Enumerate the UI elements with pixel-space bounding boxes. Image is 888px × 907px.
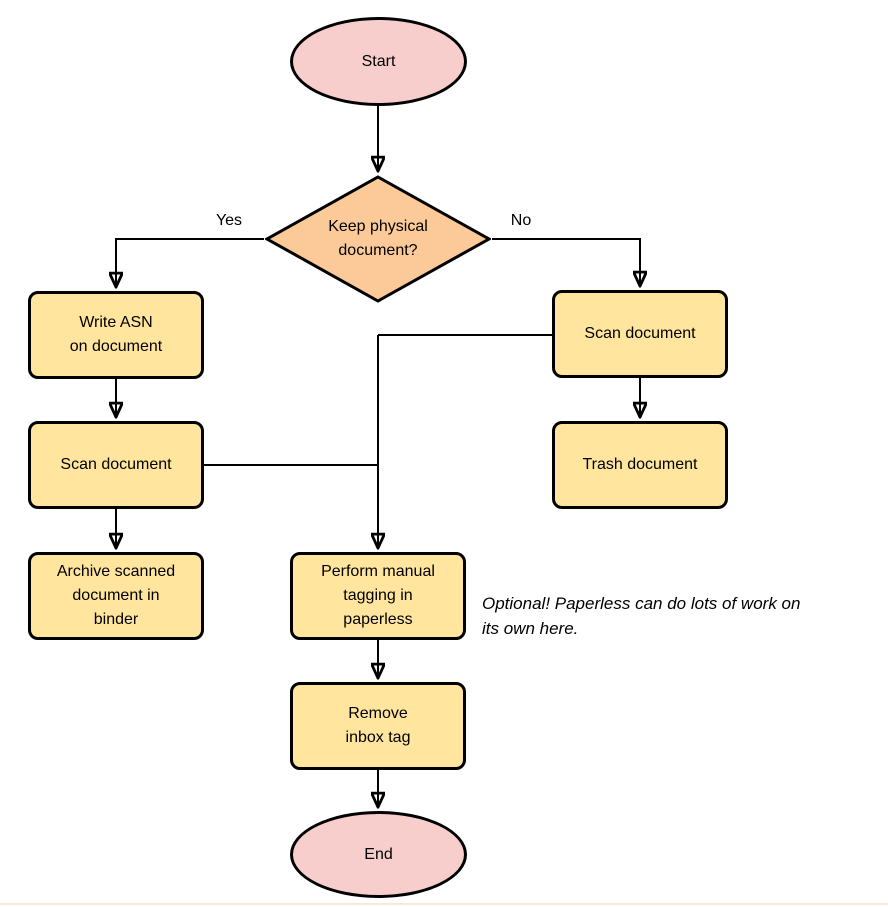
node-scan-document-left: Scan document [28,421,204,509]
node-write-asn-label: Write ASN on document [69,314,163,355]
node-start: Start [290,17,467,106]
node-trash-label: Trash document [582,456,698,473]
node-remove-inbox-label: Remove inbox tag [345,705,411,746]
node-end-label: End [364,845,393,863]
bottom-divider [0,903,888,905]
node-tagging-label: Perform manual tagging in paperless [321,563,435,628]
optional-note: Optional! Paperless can do lots of work … [482,594,801,638]
edge-label-no: No [510,212,532,229]
node-scan-right-label: Scan document [584,325,696,342]
node-write-asn: Write ASN on document [28,291,204,379]
node-manual-tagging: Perform manual tagging in paperless [290,552,466,640]
diamond-shape [265,175,491,303]
node-trash-document: Trash document [552,421,728,509]
node-decision-keep-physical: Keep physical document? [265,175,491,303]
edge-decision-no-to-scan-right [492,238,640,285]
node-archive-label: Archive scanned document in binder [56,563,176,628]
edge-decision-yes-to-write-asn [116,238,264,286]
node-scan-document-right: Scan document [552,290,728,378]
node-decision-label: Keep physical document? [328,218,428,259]
node-archive-in-binder: Archive scanned document in binder [28,552,204,640]
node-scan-left-label: Scan document [60,456,172,473]
node-end: End [290,811,467,898]
edge-label-yes: Yes [215,212,243,229]
node-remove-inbox-tag: Remove inbox tag [290,682,466,770]
node-start-label: Start [361,52,396,70]
